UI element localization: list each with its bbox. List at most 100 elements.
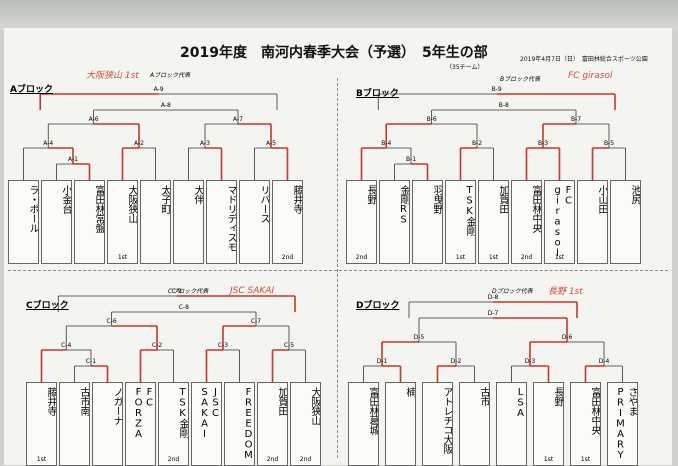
match-label: A-6: [88, 116, 99, 123]
team-name: ノガーナ: [111, 387, 122, 425]
match-label: A-4: [43, 140, 54, 147]
match-label: A-1: [68, 156, 78, 163]
team-rank: 2nd: [167, 456, 180, 463]
match-label: B-2: [471, 140, 483, 147]
block-representative-label: Aブロック代表: [150, 72, 191, 79]
team-box: 富田林中央 2nd: [511, 180, 542, 264]
match-label: C-1: [85, 358, 97, 365]
team-name: リバース: [258, 185, 269, 223]
team-count: （35チーム）: [446, 64, 484, 71]
match-label: A-7: [233, 116, 243, 123]
match-label: B-9: [491, 86, 502, 93]
team-rank: 1st: [455, 254, 466, 261]
match-label: D-8: [487, 294, 499, 301]
team-name: 加賀田: [276, 387, 287, 416]
match-label: D-5: [413, 334, 425, 341]
team-name: 羽曳野: [431, 185, 442, 214]
block-title: Dブロック: [356, 301, 400, 311]
block-title: Bブロック: [356, 89, 399, 99]
match-label: D-4: [598, 358, 610, 365]
team-box: 池尻: [610, 180, 641, 264]
team-box: マドリディスモ: [206, 180, 237, 264]
match-label: C-3: [217, 342, 229, 349]
match-label: B-3: [537, 140, 549, 147]
team-box: 太子町: [140, 180, 171, 264]
team-name: アトレチコ大阪: [441, 387, 452, 454]
match-label: A-9: [153, 86, 164, 93]
team-name: LSA: [515, 387, 526, 419]
team-rank: 1st: [488, 254, 499, 261]
team-box: 富田林常盤: [74, 180, 105, 264]
team-rank: 2nd: [266, 456, 279, 463]
page-title: 2019年度 南河内春季大会（予選） 5年生の部: [180, 45, 488, 61]
team-name: 富田林葛城: [367, 387, 378, 435]
match-label: D-2: [450, 358, 462, 365]
match-label: A-5: [266, 140, 276, 147]
team-rank: 1st: [117, 254, 128, 261]
team-name: 小山田: [596, 185, 607, 214]
team-box: FREEDOM: [224, 382, 255, 466]
team-box: 古市南: [59, 382, 90, 466]
team-box: リバース: [239, 180, 270, 264]
team-rank: 2nd: [520, 254, 533, 261]
team-name: 太子町: [159, 185, 170, 214]
team-name: JSC SAKAI: [199, 387, 221, 440]
match-label: D-3: [524, 358, 536, 365]
block-winner-note: 長野 1st: [548, 287, 583, 297]
block-representative-label: Dブロック代表: [492, 288, 533, 295]
block-representative-label: Cブロック代表: [168, 288, 209, 295]
team-name: 富田林常盤: [93, 185, 104, 233]
team-name: 大阪狭山: [309, 387, 320, 425]
team-name: 大伴: [192, 185, 203, 204]
team-name: TSK金剛: [464, 185, 475, 236]
team-box: 金剛RS: [379, 180, 410, 264]
team-box: TSK金剛 1st: [445, 180, 476, 264]
team-box: 富田林葛城: [348, 382, 379, 466]
team-box: 古市: [459, 382, 490, 466]
team-name: 富田林中央: [530, 185, 541, 233]
team-name: 楠: [404, 387, 415, 397]
team-name: マドリディスモ: [225, 185, 236, 252]
team-name: 長野: [552, 387, 563, 406]
block-divider-horizontal: [8, 270, 668, 272]
team-rank: 1st: [543, 456, 554, 463]
team-name: 加賀田: [497, 185, 508, 214]
match-label: A-3: [200, 140, 210, 147]
block-winner-note: 大阪狭山 1st: [86, 71, 139, 81]
team-box: さやまPRIMARY: [607, 382, 638, 466]
team-name: FC FORZA: [133, 387, 155, 440]
team-box: TSK金剛 2nd: [158, 382, 189, 466]
match-label: C-7: [250, 318, 262, 325]
team-box: 大伴: [173, 180, 204, 264]
match-label: C-4: [61, 342, 72, 349]
block-winner-note: JSC SAKAI: [230, 286, 275, 296]
match-label: D-6: [561, 334, 573, 341]
team-name: 古市南: [78, 387, 89, 416]
team-name: 古市: [478, 387, 489, 406]
match-label: D-7: [487, 310, 499, 317]
team-rank: 1st: [36, 456, 47, 463]
team-name: 大阪狭山: [126, 185, 137, 223]
match-label: C-2: [151, 342, 163, 349]
match-label: B-7: [570, 116, 582, 123]
match-label: C-6: [106, 318, 117, 325]
team-box: LSA: [496, 382, 527, 466]
team-rank: 2nd: [281, 254, 294, 261]
team-box: 羽曳野: [412, 180, 443, 264]
match-label: D-1: [376, 358, 388, 365]
match-label: B-8: [498, 102, 509, 109]
wall-background: [0, 0, 678, 30]
team-name: FREEDOM: [243, 387, 254, 461]
match-label: C-8: [178, 304, 189, 311]
match-label: C-5: [283, 342, 295, 349]
team-box: アトレチコ大阪: [422, 382, 453, 466]
team-box: 長野 1st: [533, 382, 564, 466]
team-name: TSK金剛: [177, 387, 188, 438]
team-box: 小金台: [41, 180, 72, 264]
